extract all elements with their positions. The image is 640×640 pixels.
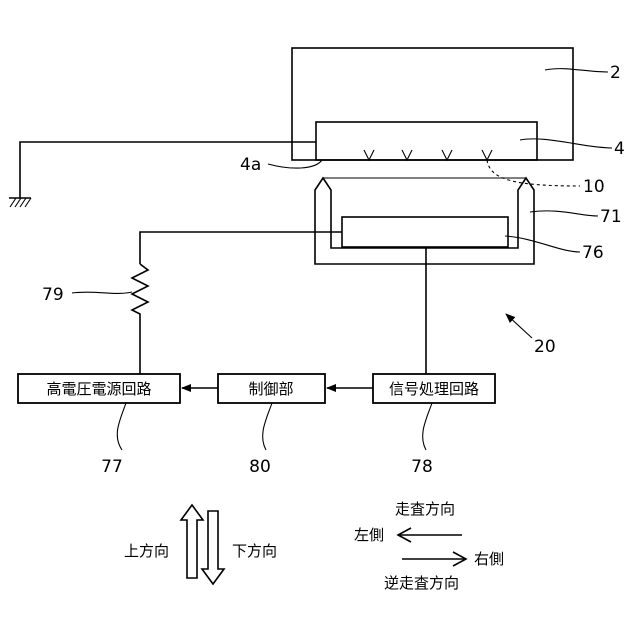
controller-label: 制御部 xyxy=(248,380,293,398)
up-arrow xyxy=(181,505,203,578)
label-detection-unit: 20 xyxy=(534,337,556,357)
signal-circuit-leader xyxy=(423,403,432,450)
label-cap-frame: 71 xyxy=(600,207,622,227)
down-arrow xyxy=(202,511,224,584)
label-head: 2 xyxy=(610,63,621,83)
label-nozzle-surface: 4a xyxy=(240,155,261,175)
cap-frame-leader xyxy=(530,211,598,216)
right-arrow xyxy=(402,552,466,566)
label-controller: 80 xyxy=(249,457,271,477)
hv-circuit-label: 高電圧電源回路 xyxy=(46,380,151,398)
nozzle-plate-leader xyxy=(520,139,612,148)
legend-up: 上方向 xyxy=(124,542,169,560)
droplet-leader xyxy=(487,160,580,186)
nozzle-plate xyxy=(316,122,537,160)
resistor-leader xyxy=(72,292,132,293)
ground-symbol xyxy=(9,198,31,207)
label-nozzle-plate: 4 xyxy=(614,139,625,159)
legend-left-side: 左側 xyxy=(354,526,384,544)
controller-leader xyxy=(263,403,272,450)
nozzle-surface-leader xyxy=(268,160,322,168)
left-arrow xyxy=(398,528,462,542)
legend-down: 下方向 xyxy=(232,542,277,560)
cap-frame xyxy=(315,178,534,264)
label-hv-circuit: 77 xyxy=(101,457,123,477)
legend-reverse-scan: 逆走査方向 xyxy=(384,574,459,592)
label-resistor: 79 xyxy=(42,285,64,305)
ground-wire xyxy=(20,142,316,198)
label-signal-circuit: 78 xyxy=(411,457,433,477)
unit-pointer xyxy=(506,314,532,338)
head-leader xyxy=(545,69,608,72)
legend-right-side: 右側 xyxy=(474,550,504,568)
electrode-leader xyxy=(505,236,580,252)
electrode-wire-left xyxy=(140,232,342,264)
head-block xyxy=(292,48,573,160)
label-electrode: 76 xyxy=(582,243,604,263)
label-droplet: 10 xyxy=(583,177,605,197)
resistor xyxy=(132,264,148,374)
hv-circuit-leader xyxy=(117,403,126,450)
legend-scan: 走査方向 xyxy=(395,500,455,518)
nozzle-marks xyxy=(364,150,492,160)
signal-circuit-label: 信号処理回路 xyxy=(389,380,479,398)
electrode xyxy=(342,217,508,247)
